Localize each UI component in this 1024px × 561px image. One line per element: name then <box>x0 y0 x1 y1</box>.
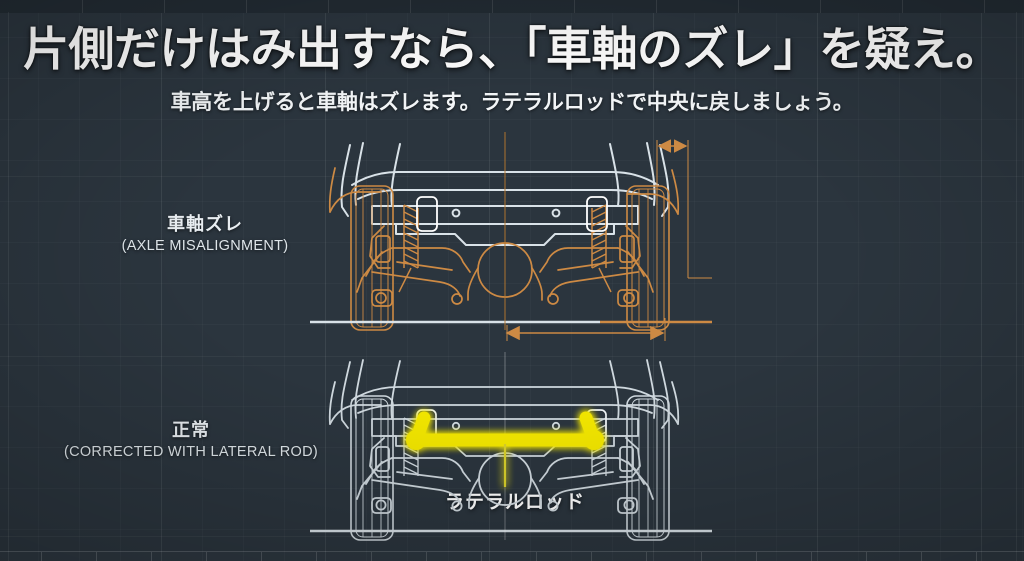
label-axle-misalignment-jp: 車軸ズレ <box>167 214 243 234</box>
page-subtitle: 車高を上げると車軸はズレます。ラテラルロッドで中央に戻しましょう。 <box>170 91 854 114</box>
label-axle-misalignment-en: (AXLE MISALIGNMENT) <box>121 238 289 254</box>
lateral-rod-highlight <box>406 411 604 487</box>
dimension-fender-protrusion <box>656 139 712 279</box>
page-title: 片側だけはみ出すなら、「車軸のズレ」を疑え。 <box>23 23 1002 75</box>
dimension-center-offset <box>505 318 666 341</box>
label-corrected-en: (CORRECTED WITH LATERAL ROD) <box>63 444 319 460</box>
label-corrected: 正常 (CORRECTED WITH LATERAL ROD) <box>32 418 350 462</box>
bottom-ruler-strip <box>0 551 1024 561</box>
top-ruler-bar <box>0 0 1024 13</box>
label-axle-misalignment: 車軸ズレ (AXLE MISALIGNMENT) <box>60 212 350 256</box>
left-margin-rule <box>8 12 9 561</box>
wheel-left-bottom <box>350 395 394 541</box>
label-corrected-jp: 正常 <box>172 420 210 440</box>
right-margin-rule <box>1016 12 1017 561</box>
